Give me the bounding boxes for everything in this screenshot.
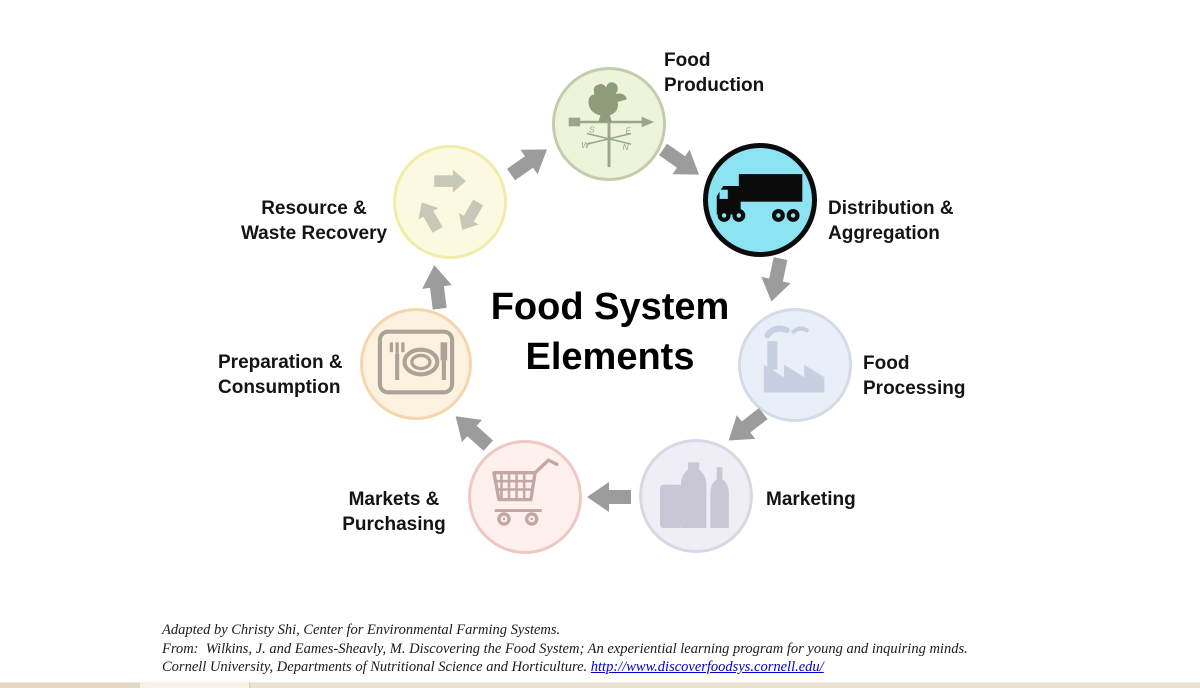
- arrow-distribution-to-processing: [761, 257, 791, 302]
- arrow-markets-to-preparation: [455, 416, 494, 451]
- factory-icon: [753, 321, 837, 410]
- place-setting-icon: [375, 327, 457, 402]
- label-food-processing: Food Processing: [863, 353, 966, 399]
- caption-line3: Cornell University, Departments of Nutri…: [162, 658, 968, 677]
- label-food-production: Food Production: [664, 50, 765, 96]
- label-distribution-aggregation: Distribution & Aggregation: [828, 198, 954, 244]
- svg-text:E: E: [625, 125, 631, 135]
- caption-line3-text: Cornell University, Departments of Nutri…: [162, 659, 591, 675]
- diagram-title-line2: Elements: [525, 336, 695, 378]
- arrow-preparation-to-resource: [422, 265, 452, 310]
- bottles-icon: [656, 456, 736, 537]
- shopping-cart-icon: [483, 455, 567, 540]
- diagram-title: Food System Elements: [430, 282, 790, 382]
- svg-text:N: N: [622, 141, 629, 151]
- recycle-icon: [405, 155, 495, 250]
- truck-icon: [714, 169, 806, 232]
- node-preparation-consumption[interactable]: [360, 308, 472, 420]
- node-marketing[interactable]: [639, 439, 753, 553]
- label-marketing: Marketing: [766, 489, 856, 510]
- discoverfoodsys-link[interactable]: http://www.discoverfoodsys.cornell.edu/: [590, 659, 824, 675]
- bottom-window-sliver-left: [0, 682, 140, 688]
- node-distribution-aggregation[interactable]: [703, 143, 817, 257]
- label-markets-purchasing: Markets & Purchasing: [342, 489, 446, 535]
- caption-line1: Adapted by Christy Shi, Center for Envir…: [162, 622, 561, 638]
- label-resource-waste-recovery: Resource & Waste Recovery: [240, 198, 388, 244]
- node-food-processing[interactable]: [738, 308, 852, 422]
- diagram-title-line1: Food System: [490, 286, 730, 328]
- bottom-window-sliver-middle: [140, 682, 250, 688]
- caption-line2: From: Wilkins, J. and Eames-Sheavly, M. …: [162, 640, 968, 657]
- svg-text:S: S: [589, 124, 595, 134]
- node-markets-purchasing[interactable]: [468, 440, 582, 554]
- source-caption: Adapted by Christy Shi, Center for Envir…: [162, 621, 968, 677]
- weathervane-rooster-icon: S E W N: [561, 74, 657, 175]
- bottom-window-sliver-right: [250, 682, 1200, 688]
- arrow-production-to-distribution: [658, 143, 700, 175]
- svg-text:W: W: [581, 139, 590, 149]
- arrow-resource-to-production: [506, 149, 548, 181]
- node-resource-waste-recovery[interactable]: [393, 145, 507, 259]
- label-preparation-consumption: Preparation & Consumption: [218, 352, 343, 398]
- arrow-processing-to-marketing: [728, 407, 768, 441]
- node-food-production[interactable]: S E W N: [552, 67, 666, 181]
- arrow-marketing-to-markets: [587, 482, 631, 512]
